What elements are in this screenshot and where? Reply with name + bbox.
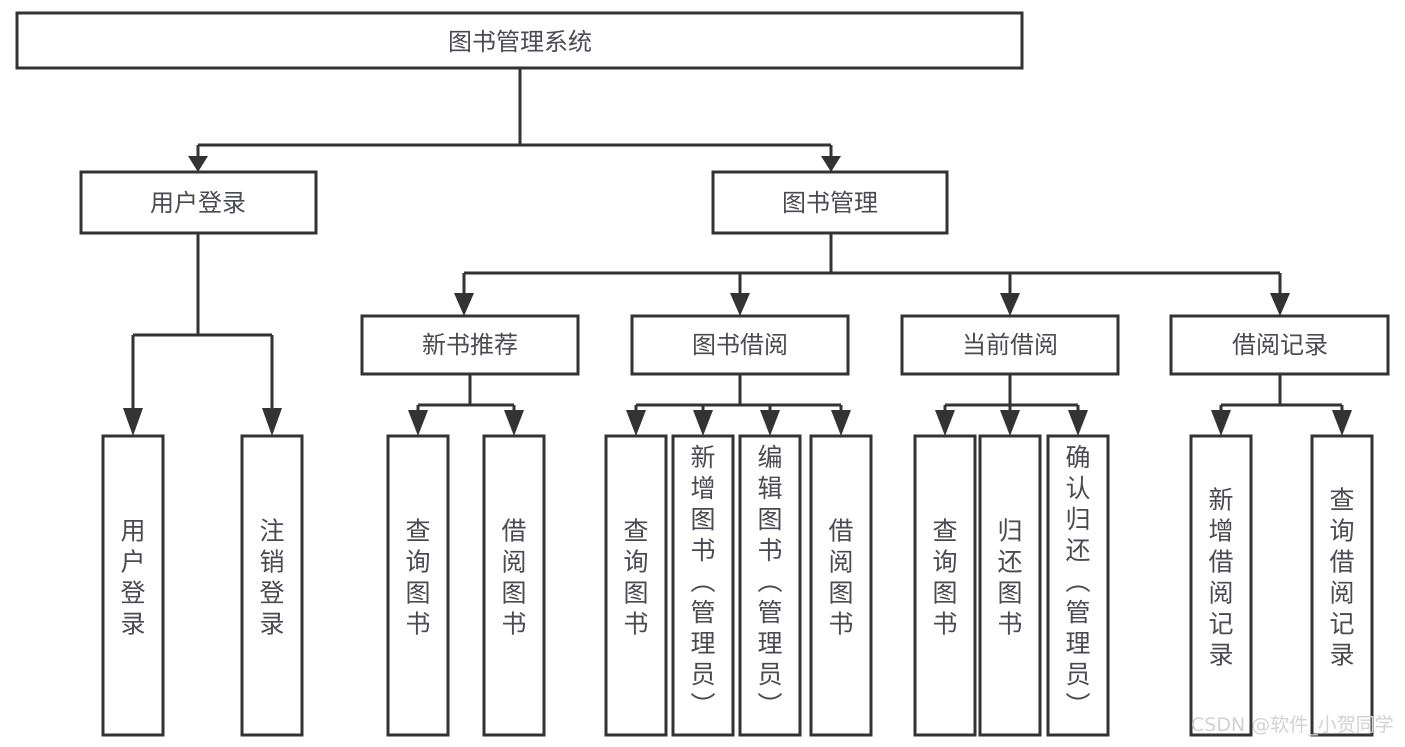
node-book-management[interactable]: 图书管理 xyxy=(711,170,949,235)
node-user-login-label: 用户登录 xyxy=(150,189,246,217)
node-leaf-query-book-3[interactable]: 查询图书 xyxy=(913,434,977,737)
node-leaf-edit-book[interactable]: 编辑图书︵管理员︶ xyxy=(738,434,802,737)
node-leaf-user-login-label: 用户登录 xyxy=(120,517,145,639)
node-borrow-record[interactable]: 借阅记录 xyxy=(1169,314,1390,376)
node-leaf-add-book-label: 新增图书︵管理员︶ xyxy=(690,443,715,720)
node-leaf-query-book-2-box xyxy=(604,434,668,737)
node-user-login-box xyxy=(79,170,318,235)
node-borrow-record-label: 借阅记录 xyxy=(1232,331,1328,359)
node-leaf-edit-book-label: 编辑图书︵管理员︶ xyxy=(757,443,782,720)
arrow-head-leaf-edit-book xyxy=(760,410,780,436)
arrow-head-leaf-confirm-return xyxy=(1068,410,1088,436)
node-new-book-recommend[interactable]: 新书推荐 xyxy=(360,314,580,376)
connectors-book-management-to-level3 xyxy=(454,233,1290,316)
node-book-borrow[interactable]: 图书借阅 xyxy=(630,314,850,376)
connectors-root-to-level2 xyxy=(188,68,841,172)
node-leaf-query-book-1-label: 查询图书 xyxy=(405,517,430,639)
node-leaf-borrow-book-2-box xyxy=(809,434,873,737)
csdn-watermark: CSDN @软件_小贺同学 xyxy=(1191,714,1394,736)
arrow-head-current-borrow xyxy=(1000,293,1020,316)
arrow-head-leaf-return-book xyxy=(1000,410,1020,436)
node-leaf-user-login-box xyxy=(101,434,165,737)
node-leaf-return-book[interactable]: 归还图书 xyxy=(978,434,1042,737)
node-leaf-query-record-box xyxy=(1310,434,1374,737)
node-leaf-borrow-book-1-box xyxy=(482,434,546,737)
node-book-borrow-label: 图书借阅 xyxy=(692,331,788,359)
arrow-head-leaf-query-book-2 xyxy=(626,410,646,436)
node-leaf-query-record-label: 查询借阅记录 xyxy=(1329,486,1354,670)
arrow-head-book-management xyxy=(821,156,841,172)
node-leaf-borrow-book-2[interactable]: 借阅图书 xyxy=(809,434,873,737)
node-root-system[interactable]: 图书管理系统 xyxy=(15,11,1024,70)
node-leaf-query-book-3-label: 查询图书 xyxy=(932,517,957,639)
arrow-head-borrow-record xyxy=(1270,293,1290,316)
node-leaf-borrow-book-1[interactable]: 借阅图书 xyxy=(482,434,546,737)
node-leaf-confirm-return[interactable]: 确认归还︵管理员︶ xyxy=(1046,434,1110,737)
node-book-management-label: 图书管理 xyxy=(782,189,878,217)
node-current-borrow-label: 当前借阅 xyxy=(962,331,1058,359)
arrow-head-leaf-query-record xyxy=(1332,410,1352,436)
node-leaf-add-book-box xyxy=(671,434,735,737)
arrow-head-leaf-user-logout xyxy=(262,408,282,436)
node-current-borrow[interactable]: 当前借阅 xyxy=(900,314,1120,376)
connectors-borrow-record-to-leaves xyxy=(1211,374,1352,436)
node-leaf-edit-book-box xyxy=(738,434,802,737)
arrow-head-leaf-query-book-1 xyxy=(408,410,428,436)
node-book-borrow-box xyxy=(630,314,850,376)
node-new-book-recommend-label: 新书推荐 xyxy=(422,331,518,359)
node-user-login[interactable]: 用户登录 xyxy=(79,170,318,235)
arrow-head-leaf-add-book xyxy=(693,410,713,436)
node-leaf-add-record[interactable]: 新增借阅记录 xyxy=(1189,434,1253,737)
arrow-head-leaf-borrow-book-1 xyxy=(504,410,524,436)
node-leaf-user-logout-label: 注销登录 xyxy=(259,517,284,639)
node-leaf-confirm-return-label: 确认归还︵管理员︶ xyxy=(1065,443,1090,720)
node-current-borrow-box xyxy=(900,314,1120,376)
connectors-current-borrow-to-leaves xyxy=(935,374,1088,436)
node-leaf-query-book-2[interactable]: 查询图书 xyxy=(604,434,668,737)
node-new-book-recommend-box xyxy=(360,314,580,376)
arrow-head-leaf-borrow-book-2 xyxy=(831,410,851,436)
arrow-head-leaf-user-login xyxy=(123,408,143,436)
node-leaf-query-record[interactable]: 查询借阅记录 xyxy=(1310,434,1374,737)
node-root-box xyxy=(15,11,1024,70)
connectors-user-login-to-leaves xyxy=(123,233,282,436)
node-root-label: 图书管理系统 xyxy=(448,28,592,56)
node-leaf-query-book-1[interactable]: 查询图书 xyxy=(386,434,450,737)
node-borrow-record-box xyxy=(1169,314,1390,376)
node-leaf-return-book-label: 归还图书 xyxy=(997,517,1022,639)
arrow-head-book-borrow xyxy=(730,293,750,316)
node-leaf-query-book-1-box xyxy=(386,434,450,737)
node-leaf-add-record-label: 新增借阅记录 xyxy=(1208,486,1233,670)
node-leaf-return-book-box xyxy=(978,434,1042,737)
node-leaf-borrow-book-2-label: 借阅图书 xyxy=(828,517,853,639)
node-leaf-user-logout-box xyxy=(240,434,304,737)
node-book-management-box xyxy=(711,170,949,235)
connectors-book-borrow-to-leaves xyxy=(626,374,851,436)
node-leaf-user-logout[interactable]: 注销登录 xyxy=(240,434,304,737)
arrow-head-user-login xyxy=(188,156,208,172)
arrow-head-new-book-recommend xyxy=(454,293,474,316)
node-leaf-borrow-book-1-label: 借阅图书 xyxy=(501,517,526,639)
node-leaf-query-book-2-label: 查询图书 xyxy=(623,517,648,639)
node-leaf-query-book-3-box xyxy=(913,434,977,737)
node-leaf-confirm-return-box xyxy=(1046,434,1110,737)
connectors-new-book-recommend-to-leaves xyxy=(408,374,524,436)
node-leaf-add-record-box xyxy=(1189,434,1253,737)
arrow-head-leaf-add-record xyxy=(1211,410,1231,436)
node-leaf-add-book[interactable]: 新增图书︵管理员︶ xyxy=(671,434,735,737)
node-leaf-user-login[interactable]: 用户登录 xyxy=(101,434,165,737)
arrow-head-leaf-query-book-3 xyxy=(935,410,955,436)
